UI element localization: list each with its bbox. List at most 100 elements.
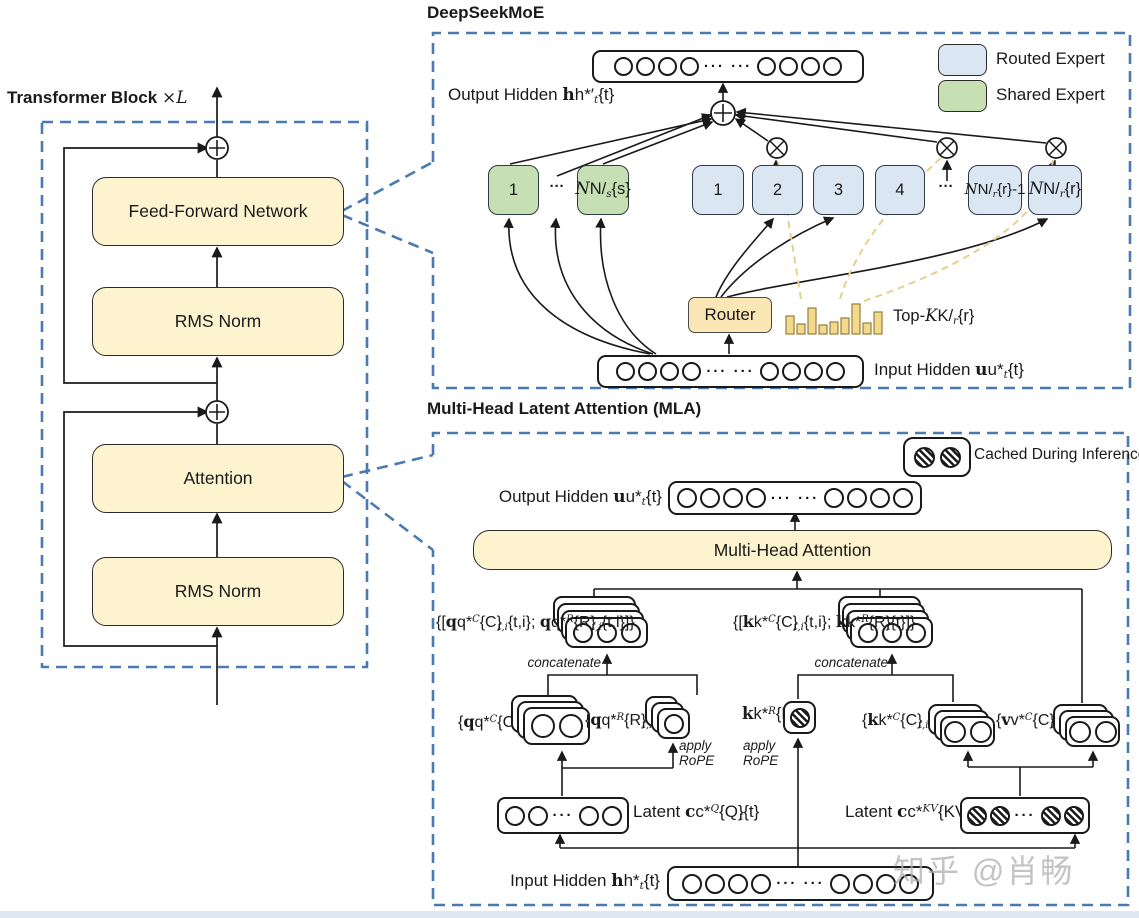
ellipsis: ···	[1014, 807, 1036, 824]
legend-shared-expert-label: Shared Expert	[996, 85, 1105, 104]
cached-legend-label: Cached During Inference	[974, 446, 1139, 463]
hatched-circle-icon	[913, 446, 935, 468]
token-circle	[705, 873, 726, 894]
k-concat-stack	[838, 596, 937, 651]
token-circle	[578, 805, 599, 826]
token-circle	[638, 362, 658, 381]
moe-output-hidden-bar: ··· ···	[592, 50, 864, 83]
token-circle	[803, 362, 823, 381]
q-c-stack	[511, 695, 590, 745]
token-circle	[728, 873, 749, 894]
stack-card-front	[940, 716, 995, 747]
token-circle	[699, 488, 720, 508]
token-circle	[504, 805, 525, 826]
stack-card-front	[1065, 716, 1120, 747]
token-circle	[657, 57, 677, 76]
routed-expert-1: 1	[692, 165, 744, 215]
shared-expert-ns: NN/s{s}	[575, 165, 631, 215]
token-circle	[682, 362, 702, 381]
cached-legend-swatch	[903, 437, 971, 477]
hatched-circle-icon	[1040, 805, 1061, 826]
token-circle	[682, 873, 703, 894]
token-circle	[620, 622, 641, 643]
rms-norm-bottom-label: RMS Norm	[174, 581, 262, 601]
token-circle	[676, 488, 697, 508]
mla-panel-border	[431, 431, 1130, 907]
token-circle	[530, 714, 555, 738]
moe-panel-border	[431, 31, 1132, 390]
hatched-circle-icon	[966, 805, 987, 826]
token-circle	[616, 362, 636, 381]
attention-label: Attention	[183, 468, 253, 488]
token-circle	[1068, 720, 1091, 743]
stack-card-front	[850, 617, 933, 648]
add-icon	[205, 136, 229, 160]
token-circle	[857, 622, 878, 643]
token-circle	[722, 488, 743, 508]
token-circle	[759, 362, 779, 381]
routed-expert-nr-1: NN/r{r}-1	[965, 165, 1025, 215]
k-c-stack	[928, 704, 996, 748]
mla-callout-lines	[341, 453, 434, 552]
stack-card-front	[657, 708, 690, 739]
ellipsis: ··· ···	[770, 489, 820, 507]
v-c-label: {vv*C{C}t,i{t,i}}	[996, 710, 1089, 731]
routed-expert-nr: NN/r{r}	[1028, 165, 1082, 215]
mla-lines	[547, 511, 1099, 866]
topk-histogram-icon	[785, 303, 883, 335]
token-circle	[527, 805, 548, 826]
q-r-label: {qq*R{R}t,i{t,i}}	[585, 710, 681, 731]
layer-multiplier: ×L	[161, 88, 188, 108]
legend-routed-expert-label: Routed Expert	[996, 49, 1105, 68]
routed-expert-3: 3	[813, 165, 864, 215]
latent-kv-bar: ···	[960, 797, 1090, 834]
mla-output-hidden-bar: ··· ···	[668, 481, 922, 515]
moe-title: DeepSeekMoE	[427, 3, 545, 22]
latent-q-bar: ···	[497, 797, 629, 834]
rms-norm-bottom-block: RMS Norm	[92, 557, 344, 626]
routed-expert-2: 2	[752, 165, 803, 215]
mla-input-hidden-bar: ··· ···	[667, 866, 934, 901]
token-circle	[572, 622, 593, 643]
moe-output-hidden-label: Output Hidden hh*′t{t}	[448, 85, 615, 107]
residual-attention	[63, 406, 217, 647]
moe-lines	[503, 82, 1056, 355]
add-icons-left	[205, 136, 229, 424]
token-circle	[679, 57, 699, 76]
token-circle	[881, 622, 902, 643]
rms-norm-top-block: RMS Norm	[92, 287, 344, 356]
token-circle	[663, 713, 684, 734]
router-label: Router	[704, 305, 756, 324]
token-circle	[635, 57, 655, 76]
token-circle	[870, 488, 891, 508]
q-concat-stack	[553, 596, 652, 651]
token-circle	[613, 57, 633, 76]
mla-output-hidden-label: Output Hidden uu*t{t}	[498, 487, 662, 509]
token-circle	[558, 714, 583, 738]
hatched-circle-icon	[939, 446, 961, 468]
concatenate-label-k: concatenate	[814, 655, 888, 670]
ellipsis: ··· ···	[776, 875, 825, 892]
token-circle	[823, 57, 843, 76]
q-concat-label: {[qq*C{C}t,i{t,i}; qq*R{R}t,i{t,i}]}	[436, 612, 635, 633]
ellipsis: ··· ···	[706, 363, 755, 380]
hatched-circle-icon	[1063, 805, 1084, 826]
add-icon	[710, 100, 736, 126]
mla-title: Multi-Head Latent Attention (MLA)	[427, 399, 702, 418]
latent-kv-label: Latent cc*KV{KV}t{t}	[845, 802, 988, 823]
latent-q-label: Latent cc*Q{Q}t{t}	[633, 802, 760, 824]
k-concat-label: {[kk*C{C}t,i{t,i}; kk*R{R}t{t}]}	[733, 612, 915, 633]
token-circle	[893, 488, 914, 508]
token-circle	[801, 57, 821, 76]
transformer-block-title-text: Transformer Block	[7, 88, 158, 107]
k-r-label: kk*R{R}t{t}	[742, 704, 814, 725]
token-circle	[905, 622, 926, 643]
token-circle	[757, 57, 777, 76]
watermark: 知乎 @肖畅	[893, 853, 1075, 889]
token-circle	[824, 488, 845, 508]
token-circle	[943, 720, 966, 743]
token-circle	[829, 873, 850, 894]
transformer-block-title: Transformer Block ×L	[7, 88, 188, 108]
multi-head-attention-block: Multi-Head Attention	[473, 530, 1112, 570]
